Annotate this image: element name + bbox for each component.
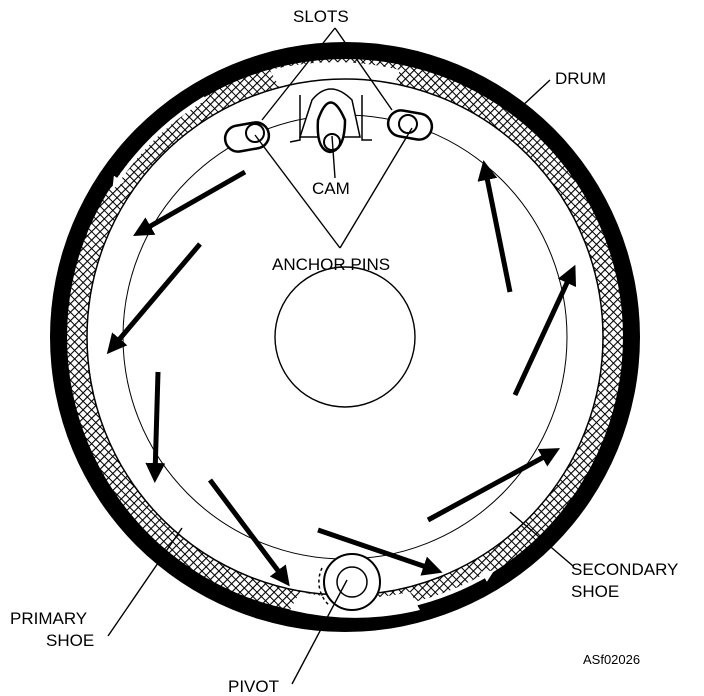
label-drum: DRUM <box>555 69 606 88</box>
label-primary-shoe-line1: PRIMARY <box>10 609 87 628</box>
label-cam: CAM <box>312 179 350 198</box>
label-secondary-shoe-line1: SECONDARY <box>571 560 678 579</box>
anchor-pin-left <box>246 124 264 142</box>
figure-code: ASf02026 <box>583 652 640 667</box>
label-primary-shoe-line2: SHOE <box>46 631 94 650</box>
hub-circle <box>275 267 415 407</box>
label-secondary-shoe-line2: SHOE <box>571 582 619 601</box>
pivot-inner <box>337 567 367 597</box>
anchor-pin-right <box>399 115 417 133</box>
label-anchor-pins: ANCHOR PINS <box>272 255 390 274</box>
label-pivot: PIVOT <box>228 677 279 696</box>
label-slots: SLOTS <box>293 7 349 26</box>
